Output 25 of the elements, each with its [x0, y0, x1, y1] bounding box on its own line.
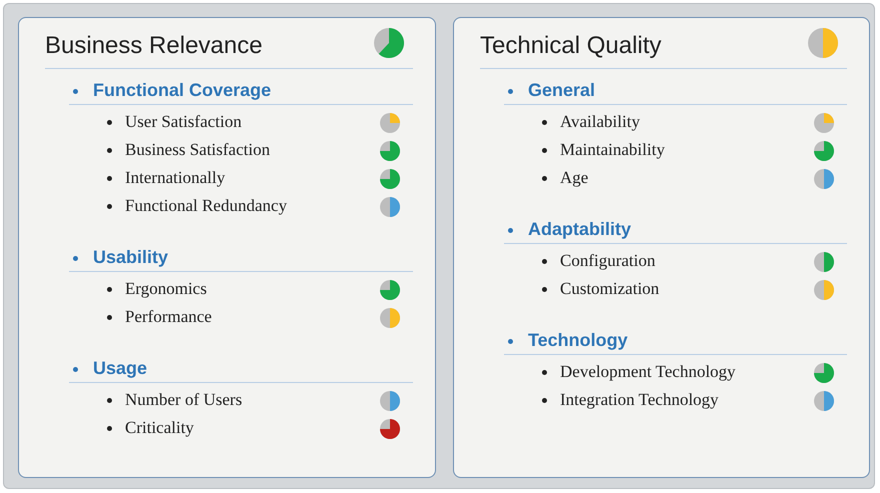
list-item: Performance: [103, 307, 212, 327]
list-item: Internationally: [103, 168, 226, 188]
list-item: Age: [538, 168, 588, 188]
list-item: User Satisfaction: [103, 112, 242, 132]
section-heading: Usability: [69, 247, 168, 268]
list-item: Business Satisfaction: [103, 140, 270, 160]
panel-title: Technical Quality: [480, 32, 662, 60]
list-item: Ergonomics: [103, 279, 207, 299]
section-heading: Adaptability: [504, 219, 632, 240]
category-panel: [18, 17, 436, 478]
section-heading: Usage: [69, 358, 148, 379]
section-heading: Technology: [504, 330, 628, 351]
list-item: Maintainability: [538, 140, 665, 160]
list-item: Development Technology: [538, 362, 736, 382]
list-item: Criticality: [103, 418, 194, 438]
category-panel: [453, 17, 870, 478]
list-item: Functional Redundancy: [103, 196, 287, 216]
list-item: Number of Users: [103, 390, 242, 410]
list-item: Customization: [538, 279, 660, 299]
section-heading: Functional Coverage: [69, 80, 272, 101]
section-heading: General: [504, 80, 596, 101]
panel-title: Business Relevance: [45, 32, 262, 60]
list-item: Availability: [538, 112, 640, 132]
list-item: Configuration: [538, 251, 656, 271]
list-item: Integration Technology: [538, 390, 719, 410]
